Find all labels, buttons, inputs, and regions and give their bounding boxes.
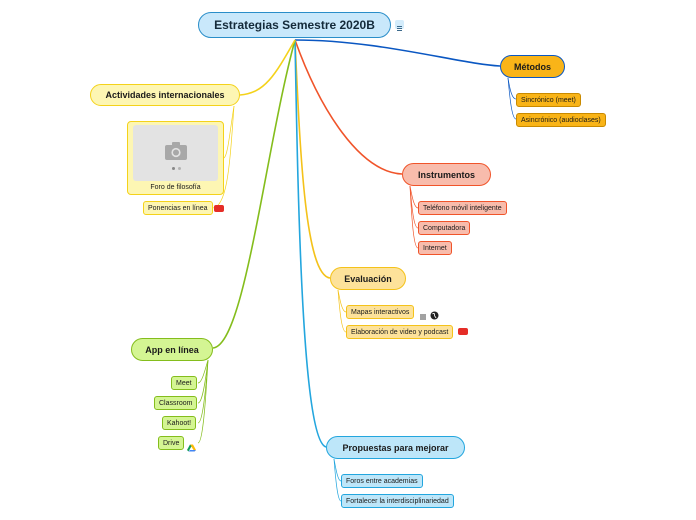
subtopic-kahoot[interactable]: Kahoot! — [162, 416, 196, 430]
notes-icon[interactable] — [419, 308, 427, 316]
subtopic-classroom[interactable]: Classroom — [154, 396, 197, 410]
subtopic-foros-academias[interactable]: Foros entre academias — [341, 474, 423, 488]
topic-instrumentos[interactable]: Instrumentos — [402, 163, 491, 186]
carousel-dot — [172, 167, 175, 170]
topic-propuestas[interactable]: Propuestas para mejorar — [326, 436, 465, 459]
subtopic-sincronico[interactable]: Sincrónico (meet) — [516, 93, 581, 107]
subtopic-internet[interactable]: Internet — [418, 241, 452, 255]
camera-icon — [165, 142, 187, 160]
line-metodos — [295, 40, 500, 66]
central-topic[interactable]: Estrategias Semestre 2020B — [198, 12, 391, 38]
subtopic-interdisciplinariedad[interactable]: Fortalecer la interdisciplinariedad — [341, 494, 454, 508]
subtopic-video-podcast[interactable]: Elaboración de video y podcast — [346, 325, 453, 339]
carousel-dot — [178, 167, 181, 170]
topic-metodos[interactable]: Métodos — [500, 55, 565, 78]
topic-evaluacion[interactable]: Evaluación — [330, 267, 406, 290]
subtopic-ponencias[interactable]: Ponencias en línea — [143, 201, 213, 215]
image-placeholder — [133, 125, 218, 181]
subtopic-meet[interactable]: Meet — [171, 376, 197, 390]
globe-icon[interactable] — [430, 307, 439, 316]
subtopic-telefono[interactable]: Teléfono móvil inteligente — [418, 201, 507, 215]
line-instrumentos — [295, 40, 402, 174]
subtopic-drive[interactable]: Drive — [158, 436, 184, 450]
topic-actividades-internacionales[interactable]: Actividades internacionales — [90, 84, 240, 106]
youtube-icon[interactable] — [214, 205, 224, 212]
drive-icon[interactable] — [187, 439, 196, 447]
notes-icon[interactable] — [395, 20, 404, 29]
subtopic-computadora[interactable]: Computadora — [418, 221, 470, 235]
subtopic-asincronico[interactable]: Asincrónico (audioclases) — [516, 113, 606, 127]
topic-app-en-linea[interactable]: App en línea — [131, 338, 213, 361]
subtopic-mapas[interactable]: Mapas interactivos — [346, 305, 414, 319]
subtopic-foro-filosofia: Foro de filosofía — [150, 184, 200, 191]
line-actividades — [240, 40, 295, 95]
youtube-icon[interactable] — [458, 328, 468, 335]
subtopic-foro-filosofia-card[interactable]: Foro de filosofía — [127, 121, 224, 195]
